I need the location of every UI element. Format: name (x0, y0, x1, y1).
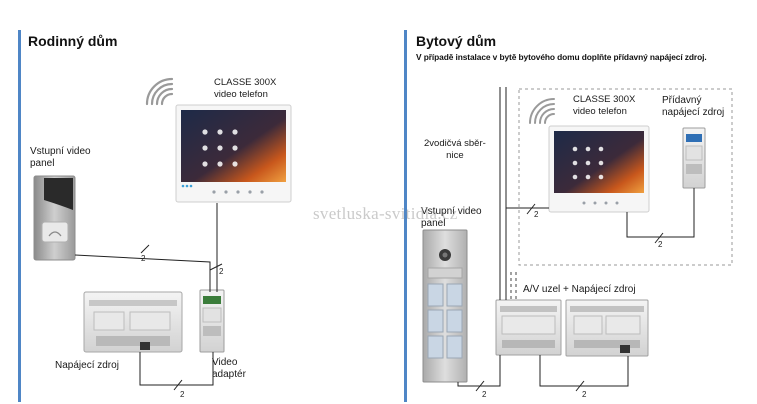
wifi-icon-right (529, 98, 555, 124)
right-bus-label: 2vodičvá sběr- nice (424, 138, 486, 161)
entry-video-panel-right (422, 229, 468, 383)
right-section-subtitle: V případě instalace v bytě bytového domu… (416, 52, 707, 62)
left-panel-label: Vstupní video panel (30, 146, 91, 169)
wire-count-label: 2 (534, 210, 539, 219)
entry-video-panel (33, 175, 76, 261)
wire-count-label: 2 (180, 390, 185, 399)
power-supply-unit (83, 291, 183, 353)
left-power-label: Napájecí zdroj (55, 360, 119, 371)
left-section-title: Rodinný dům (28, 33, 118, 49)
wire-count-label: 2 (141, 254, 146, 263)
right-node-label: A/V uzel + Napájecí zdroj (523, 284, 636, 295)
accent-bar-left (18, 30, 21, 402)
accent-bar-right (404, 30, 407, 402)
left-adapter-label: Video adaptér (212, 357, 246, 380)
video-adapter-unit (199, 289, 225, 353)
right-extra-power-label: Přídavný napájecí zdroj (662, 95, 725, 118)
wires-left (74, 203, 218, 386)
wire-count-label: 2 (219, 267, 224, 276)
wire-count-label: 2 (582, 390, 587, 399)
additional-power-supply (682, 127, 706, 189)
right-section-title: Bytový dům (416, 33, 497, 49)
video-phone-device-right (548, 125, 650, 213)
left-device-label: CLASSE 300X video telefon (214, 77, 277, 100)
wifi-icon (145, 77, 174, 106)
wire-count-label: 2 (482, 390, 487, 399)
watermark-text: svetluska-svitidla.cz (313, 204, 458, 223)
apartment-boundary (518, 88, 733, 266)
av-node-unit (495, 299, 562, 356)
wires-right (457, 87, 695, 387)
right-device-label: CLASSE 300X video telefon (573, 94, 636, 117)
right-panel-label: Vstupní video panel (421, 206, 482, 229)
wire-count-label: 2 (658, 240, 663, 249)
power-supply-unit-right (565, 299, 649, 357)
video-phone-device (175, 104, 292, 203)
